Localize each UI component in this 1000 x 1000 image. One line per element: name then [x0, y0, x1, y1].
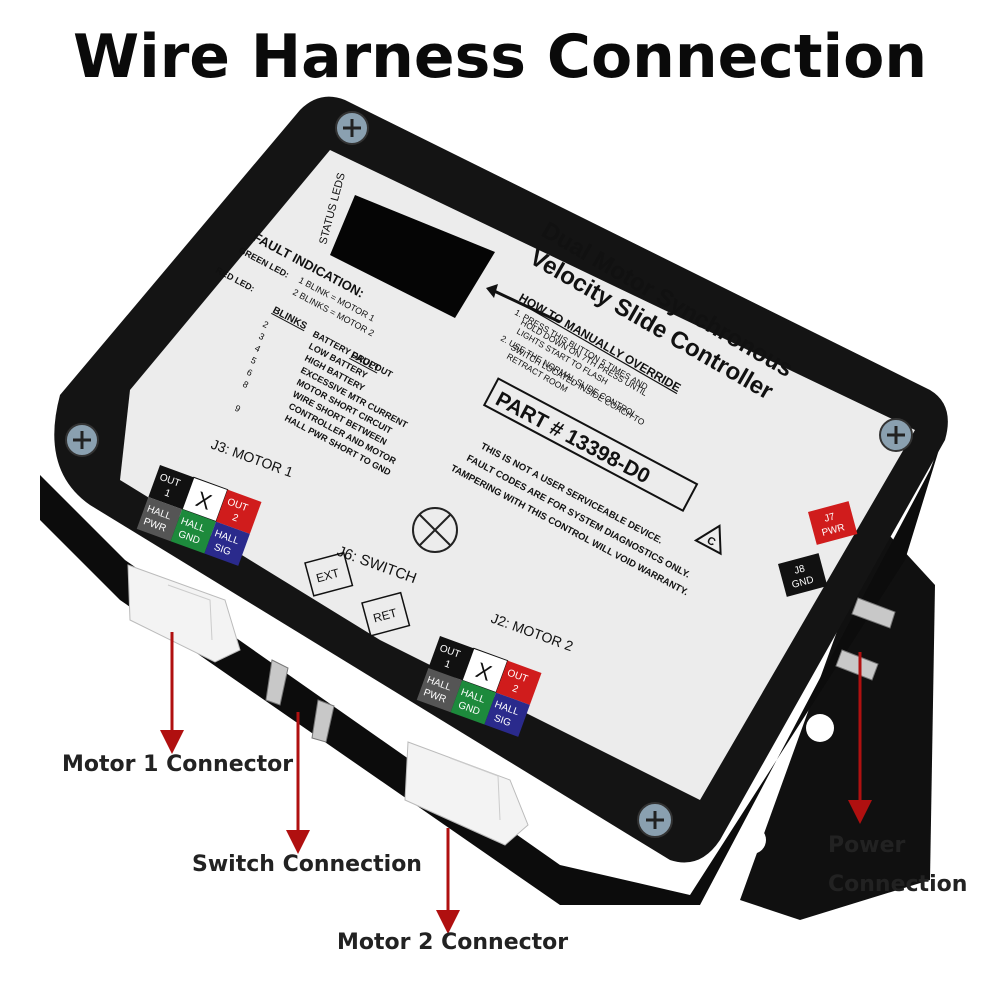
switch-terminals — [265, 659, 335, 743]
svg-text:J7: J7 — [823, 511, 836, 524]
motor1-connector — [127, 564, 241, 663]
power-terminals — [835, 597, 896, 681]
switch-ext-box: EXT — [304, 551, 354, 597]
motor2-connector-label: Motor 2 Connector — [337, 930, 569, 955]
screw-icon — [879, 418, 913, 452]
fault-blinks: 5 — [249, 355, 258, 366]
screw-icon — [335, 111, 369, 145]
screw-icon — [65, 423, 99, 457]
label-face — [120, 150, 915, 800]
j2-pinout: OUT 1 X OUT 2 HALL PWR HALL GND HALL SIG — [416, 636, 542, 737]
fault-blinks: 8 — [241, 379, 250, 390]
svg-text:J8: J8 — [793, 563, 806, 576]
override-arrow — [491, 288, 561, 324]
fault-blinks: 2 — [261, 319, 270, 330]
j8-gnd-tag: J8 GND — [778, 553, 828, 597]
pin-out2 — [216, 489, 262, 534]
pin-hall-sig — [204, 521, 250, 566]
pin-out1 — [428, 636, 474, 681]
pin-hall-gnd — [170, 509, 217, 554]
switch-ret-box: RET — [361, 591, 411, 637]
fault-blinks: 6 — [245, 367, 254, 378]
pin-hall-pwr — [136, 496, 183, 542]
fault-blinks: 3 — [257, 331, 266, 342]
svg-text:1: 1 — [443, 659, 452, 671]
pin-hall-gnd — [450, 680, 497, 725]
pin-out1 — [148, 465, 194, 510]
svg-text:EXT: EXT — [315, 566, 342, 586]
switch-connection-label: Switch Connection — [192, 852, 422, 877]
housing-side — [40, 430, 945, 905]
svg-text:2: 2 — [511, 683, 520, 695]
mounting-hole — [738, 826, 766, 854]
motor2-connector — [404, 741, 529, 846]
pin-hall-pwr — [416, 667, 463, 713]
status-led-window — [330, 195, 495, 318]
motor1-connector-label: Motor 1 Connector — [62, 752, 294, 777]
pin-hall-sig — [484, 692, 530, 737]
pin-out2 — [496, 660, 542, 705]
power-connection-label: Power Connection — [828, 826, 967, 904]
power-connection-line2: Connection — [828, 872, 968, 897]
svg-text:2: 2 — [231, 512, 240, 524]
mounting-hole — [806, 714, 834, 742]
fault-blinks: 4 — [253, 343, 262, 354]
override-button[interactable] — [412, 507, 458, 553]
svg-text:RET: RET — [372, 605, 399, 625]
page-title: Wire Harness Connection — [72, 22, 928, 92]
svg-text:1: 1 — [163, 488, 172, 500]
screw-icon — [637, 802, 673, 838]
j3-pinout: OUT 1 X OUT 2 HALL PWR HALL GND HALL SIG — [136, 465, 262, 566]
fault-blinks: 9 — [233, 403, 242, 414]
power-connection-line1: Power — [828, 833, 906, 858]
j7-pwr-tag: J7 PWR — [808, 501, 858, 545]
